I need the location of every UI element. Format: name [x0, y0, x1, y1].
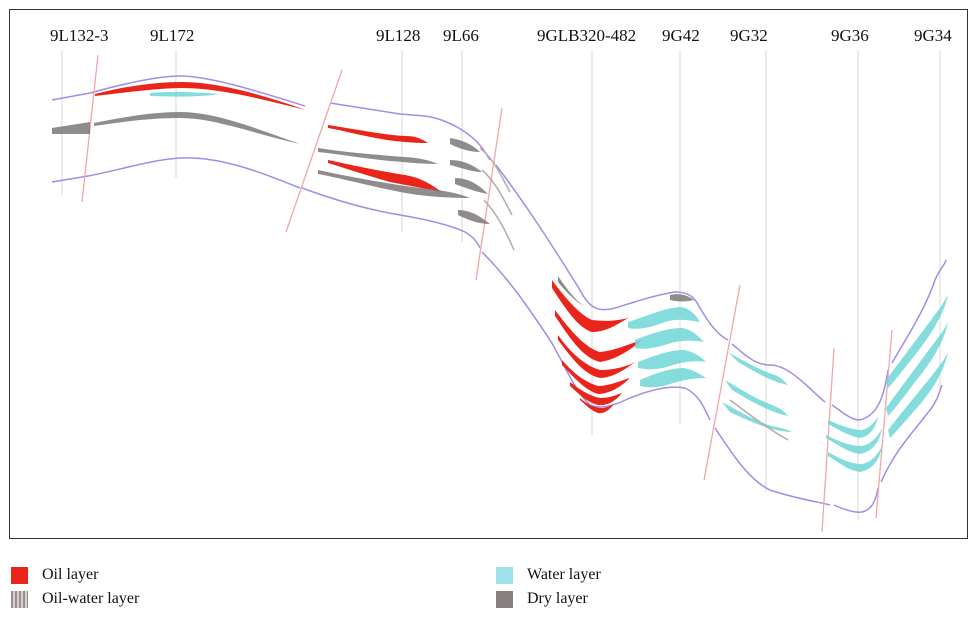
dry-lens-9L128-b: [318, 170, 470, 198]
oil-lens-9L128-a: [328, 125, 428, 143]
well-label: 9G42: [662, 26, 700, 45]
horizon-lines: [51, 75, 947, 513]
horizon-bottom-far-east: [714, 427, 831, 506]
water-band-9G42-d: [640, 368, 706, 388]
horizon-bottom-9g36: [833, 487, 879, 513]
well-lines: [61, 50, 941, 520]
oil-wedge-2: [555, 310, 642, 362]
fault-lines: [81, 54, 893, 533]
section-frame: 9L132-3 9L172 9L128 9L66 9GLB320-482 9G4…: [9, 9, 968, 539]
horizon-bottom-east: [481, 251, 711, 421]
oil-water-streak-2: [481, 169, 513, 216]
legend: Oil layer Oil-water layer Water layer Dr…: [0, 560, 977, 618]
fault-6: [875, 329, 893, 519]
dry-lens-9L132: [52, 122, 90, 134]
water-lens-9L172: [150, 91, 220, 97]
dry-lens-9L66-a: [450, 138, 480, 152]
well-label: 9GLB320-482: [537, 26, 636, 45]
legend-item-water: Water layer: [496, 566, 601, 584]
dry-lens-9L66-b: [450, 160, 482, 172]
horizon-top-9g36: [831, 369, 889, 421]
water-band-9G36-b: [826, 428, 882, 454]
legend-label-dry: Dry layer: [527, 590, 588, 607]
oil-wedge-1: [552, 280, 628, 332]
oil-wedge-4: [562, 360, 630, 394]
fault-2: [285, 69, 343, 233]
water-band-9G32-a: [728, 352, 788, 385]
well-label: 9L128: [376, 26, 420, 45]
horizon-bottom-west: [51, 157, 301, 189]
legend-label-oil: Oil layer: [42, 566, 99, 583]
horizon-bottom-mid: [301, 187, 481, 249]
legend-label-oil-water: Oil-water layer: [42, 590, 140, 607]
oil-water-streak-3: [483, 199, 515, 251]
dry-lens-9G42-top: [670, 294, 694, 302]
water-band-9G32-b: [725, 380, 788, 416]
dry-layers: [52, 112, 694, 306]
oil-wedge-5: [570, 382, 622, 406]
horizon-top-far-east: [731, 343, 826, 403]
fault-4: [703, 284, 741, 481]
cross-section-diagram: 9L132-3 9L172 9L128 9L66 9GLB320-482 9G4…: [50, 26, 952, 533]
dry-lens-9L66-c: [455, 178, 488, 194]
well-label: 9G36: [831, 26, 869, 45]
dry-lens-9L172-a: [94, 112, 300, 144]
fault-3: [475, 107, 503, 281]
water-band-9G42-b: [635, 328, 704, 349]
dry-lens-9L66-d: [458, 210, 490, 224]
water-band-9G34-b: [886, 322, 948, 416]
well-label: 9L66: [443, 26, 479, 45]
oil-swatch-icon: [11, 566, 28, 584]
oil-water-swatch-icon: [11, 590, 28, 608]
oil-water-streak-4: [729, 399, 789, 441]
water-band-9G36-a: [828, 416, 878, 438]
dry-lens-9L128-a: [318, 148, 438, 164]
oil-wedge-3: [558, 335, 635, 378]
oil-lens-9L128-b: [328, 160, 442, 192]
oil-layers: [95, 82, 642, 414]
oil-water-layers: [479, 147, 789, 441]
water-band-9G34-a: [886, 295, 948, 388]
oil-water-streak-1: [479, 147, 511, 193]
water-swatch-icon: [496, 566, 513, 584]
water-band-9G42-c: [638, 350, 706, 370]
water-layers: [150, 91, 948, 472]
water-band-9G34-c: [888, 352, 948, 438]
legend-label-water: Water layer: [527, 566, 601, 583]
legend-item-dry: Dry layer: [496, 590, 588, 608]
horizon-top-west: [51, 75, 306, 107]
oil-wedge-bottom: [580, 398, 614, 414]
oil-lens-9L172: [95, 82, 306, 110]
horizon-bottom-9g34: [880, 384, 943, 483]
well-label: 9G34: [914, 26, 952, 45]
legend-item-oil: Oil layer: [11, 566, 98, 584]
horizon-top-east: [495, 164, 729, 341]
well-label: 9L172: [150, 26, 194, 45]
water-band-9G36-c: [828, 446, 882, 472]
horizon-top-9g34: [891, 259, 947, 364]
water-band-9G32-c: [722, 402, 792, 432]
dry-swatch-icon: [496, 590, 513, 608]
well-label: 9G32: [730, 26, 768, 45]
legend-item-oil-water: Oil-water layer: [11, 590, 139, 608]
well-label: 9L132-3: [50, 26, 109, 45]
water-band-9G42-a: [628, 307, 700, 329]
well-labels: 9L132-3 9L172 9L128 9L66 9GLB320-482 9G4…: [50, 26, 952, 45]
fault-5: [821, 347, 835, 533]
